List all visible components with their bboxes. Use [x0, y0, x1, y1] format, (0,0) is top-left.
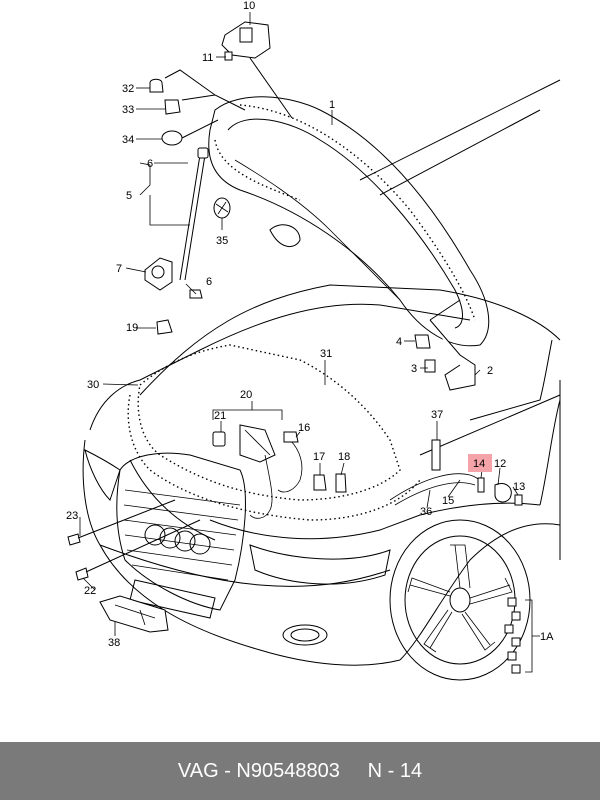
label-34: 34 [122, 134, 134, 146]
label-21: 21 [214, 410, 226, 422]
seal-outline [127, 344, 421, 521]
label-4: 4 [396, 336, 402, 348]
label-35: 35 [216, 235, 228, 247]
label-10: 10 [243, 0, 255, 12]
label-30: 30 [87, 379, 99, 391]
spacer [340, 760, 368, 783]
lock-carrier-38 [99, 595, 169, 633]
label-5: 5 [126, 190, 132, 202]
label-13: 13 [513, 481, 525, 493]
highlight-marker-14 [468, 454, 492, 472]
hood [208, 96, 490, 347]
part-number: N90548803 [236, 759, 340, 782]
label-31: 31 [320, 348, 332, 360]
label-11: 11 [202, 52, 213, 64]
gas-strut-5 [144, 147, 209, 299]
part-number-footer: VAG - N90548803 N - 14 [0, 742, 600, 800]
hood-latch-10 [221, 21, 293, 119]
label-38: 38 [108, 637, 120, 649]
label-17: 17 [313, 451, 325, 463]
label-32: 32 [122, 83, 134, 95]
part-labels: 10 11 32 33 34 6 5 35 7 6 1 19 4 31 3 2 … [66, 0, 554, 649]
label-1: 1 [329, 99, 335, 111]
part-19 [156, 319, 173, 335]
label-1a: 1A [540, 631, 554, 643]
label-22: 22 [84, 585, 96, 597]
lock-mechanism-20 [212, 424, 303, 519]
label-3: 3 [411, 363, 417, 375]
label-16: 16 [298, 422, 310, 434]
exploded-parts-diagram: 10 11 32 33 34 6 5 35 7 6 1 19 4 31 3 2 … [66, 0, 561, 681]
label-18: 18 [338, 451, 350, 463]
parts-17-18 [313, 473, 347, 493]
hood-hinge-2 [414, 299, 476, 391]
label-23: 23 [66, 510, 78, 522]
diagram-position: N - 14 [367, 759, 423, 782]
leader-lines [79, 12, 519, 636]
label-37: 37 [431, 409, 443, 421]
bolt-set-1a [504, 597, 540, 674]
label-7: 7 [116, 263, 122, 275]
label-6-bottom: 6 [206, 276, 212, 288]
rings-logo [144, 524, 211, 555]
label-14: 14 [473, 458, 485, 470]
screws-22-23 [67, 499, 201, 581]
label-33: 33 [122, 104, 134, 116]
label-36: 36 [420, 506, 432, 518]
small-parts-32-35 [149, 69, 246, 219]
car-body [82, 79, 561, 681]
label-2: 2 [487, 365, 493, 377]
label-19: 19 [126, 322, 138, 334]
brand-label: VAG [177, 759, 219, 782]
label-12: 12 [494, 458, 506, 470]
cable-and-lever [389, 439, 523, 506]
separator: - [218, 759, 237, 782]
label-15: 15 [442, 495, 454, 507]
label-6-top: 6 [147, 158, 153, 170]
label-20: 20 [240, 389, 252, 401]
